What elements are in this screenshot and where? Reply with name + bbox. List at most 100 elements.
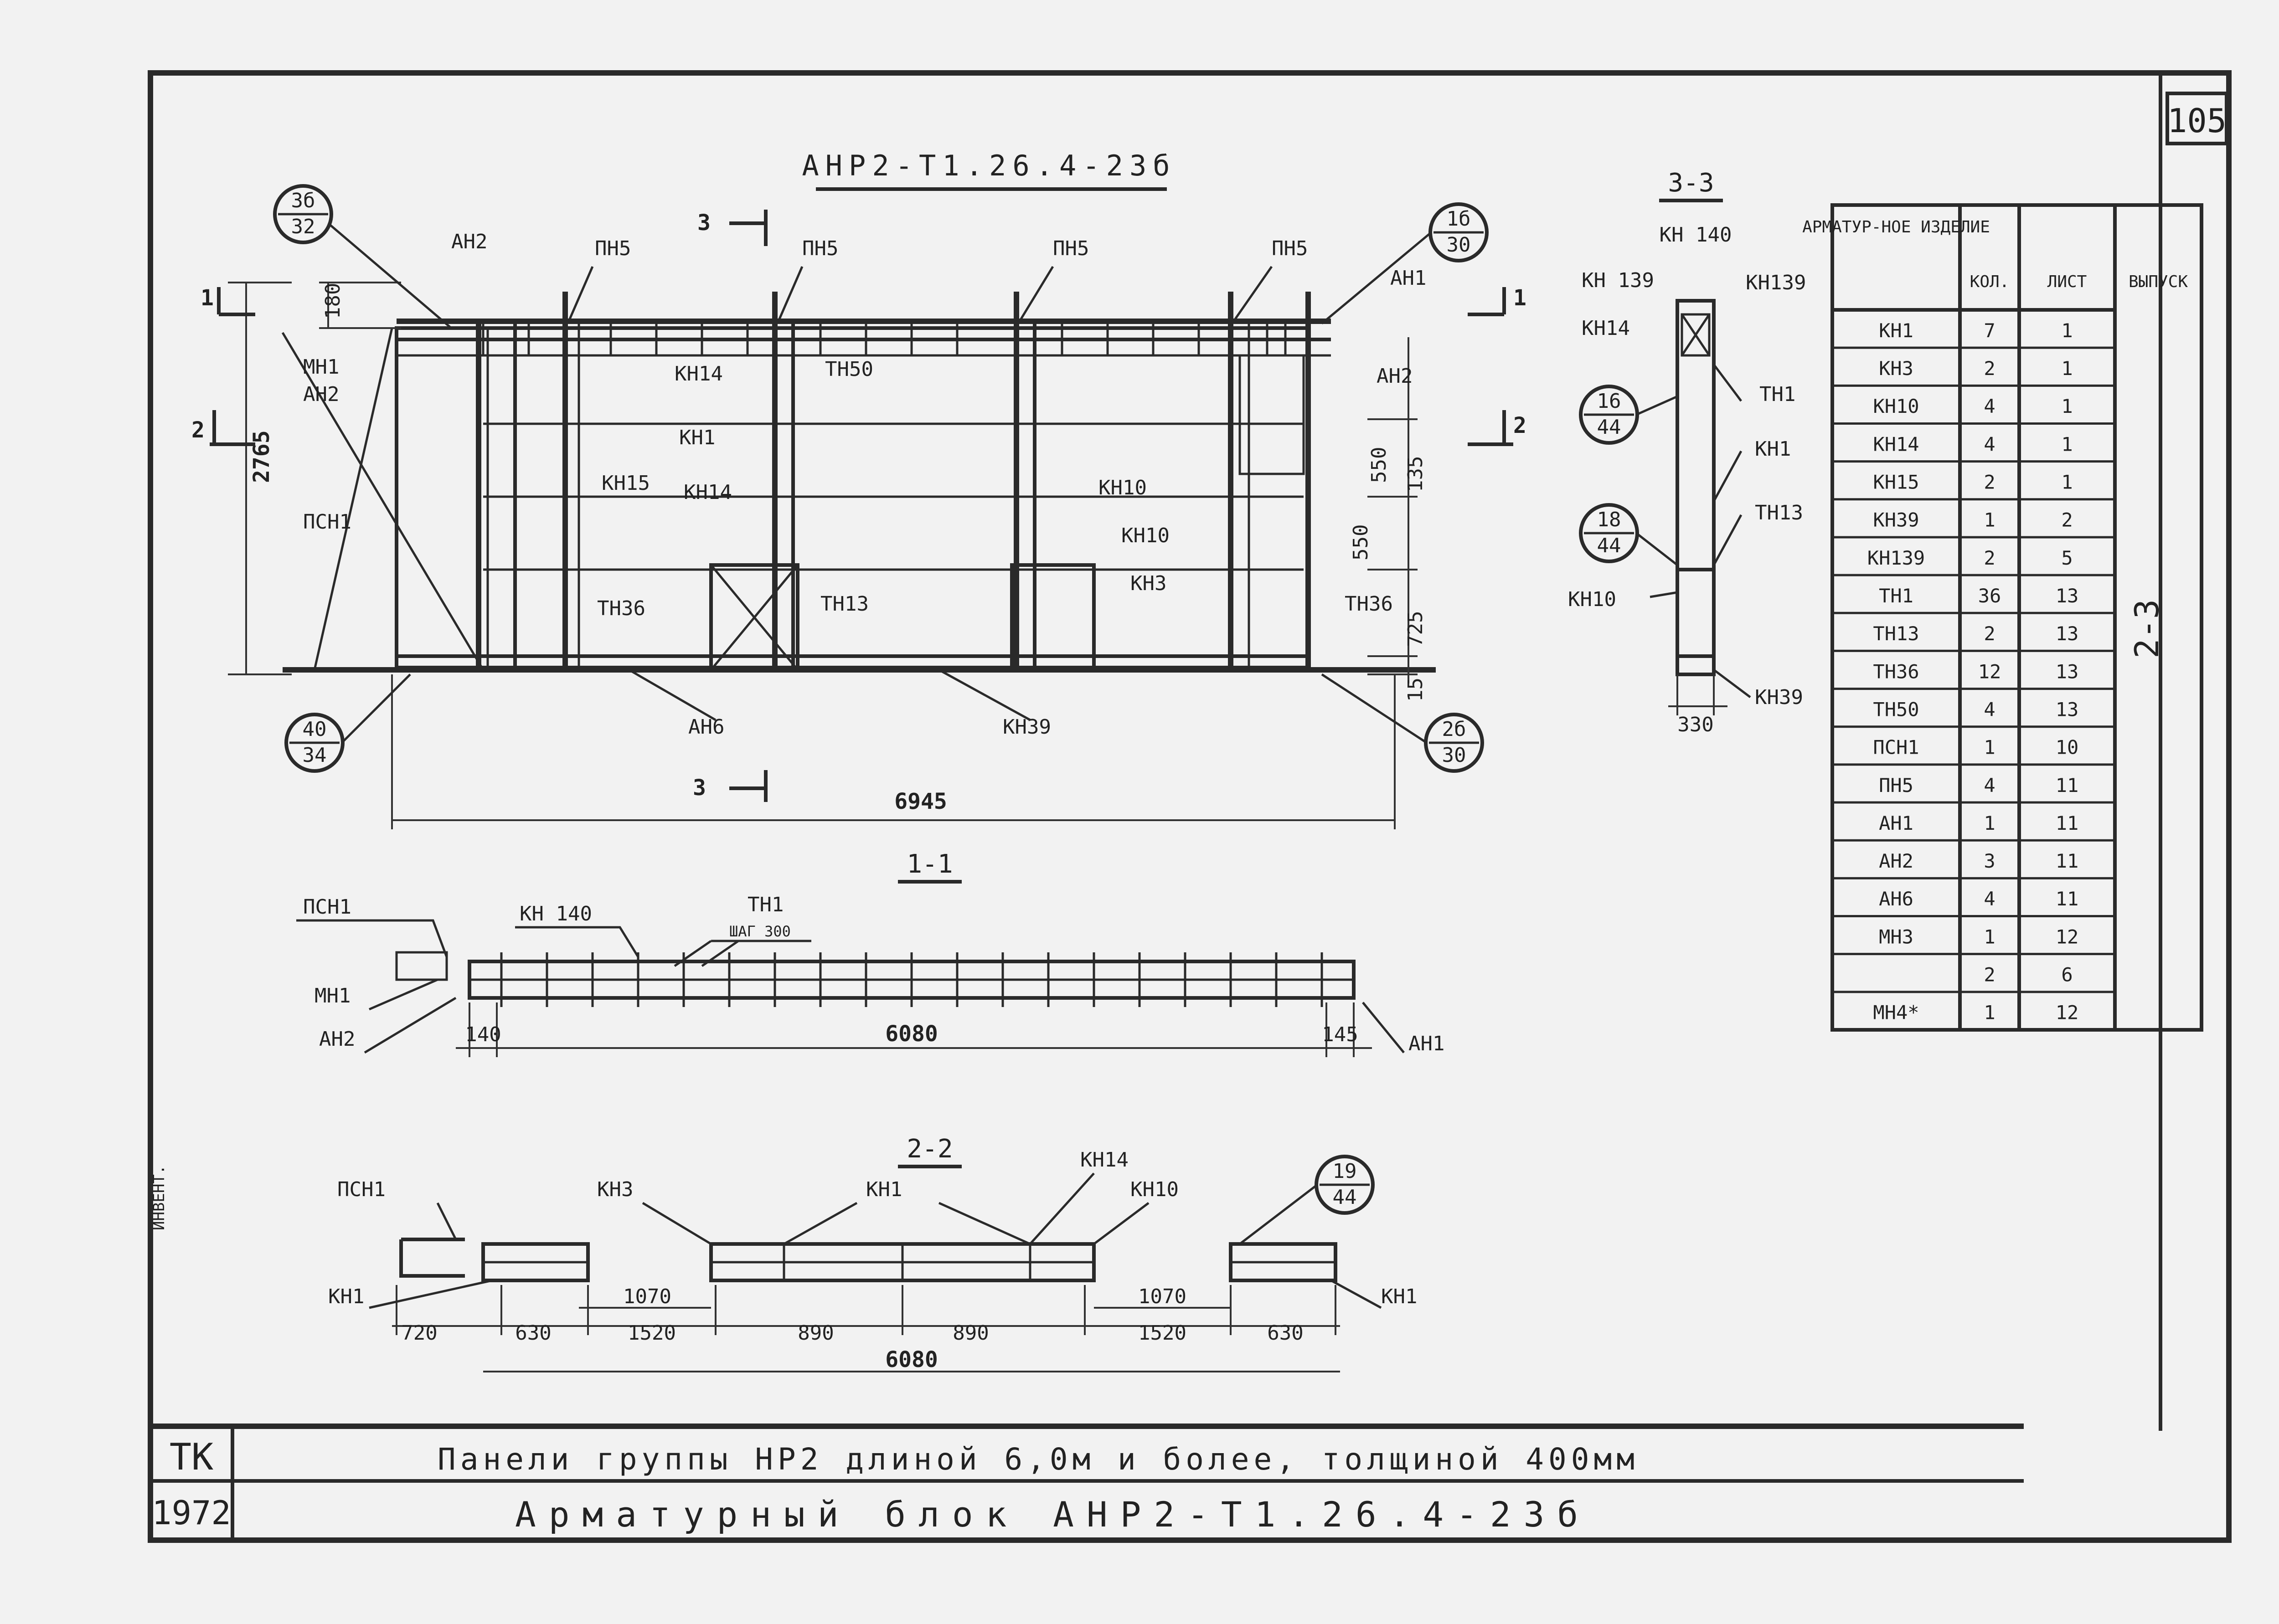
section-mark-2-right: 2 [1468, 410, 1526, 446]
label-kn1: КН1 [679, 426, 715, 449]
spec-cell-sheet: 11 [2056, 888, 2079, 910]
spec-cell-item: ПН5 [1879, 774, 1913, 797]
title-line-1: Панели группы НР2 длиной 6,0м и более, т… [438, 1442, 1639, 1477]
s22-dim-1520a: 1520 [628, 1321, 676, 1345]
spec-cell-item: МН3 [1879, 925, 1913, 948]
svg-text:2: 2 [1513, 413, 1526, 438]
spec-cell-item: КН14 [1873, 433, 1919, 455]
sheet-border [148, 70, 2232, 1543]
spec-cell-sheet: 13 [2056, 622, 2079, 645]
spec-cell-qty: 4 [1984, 774, 1995, 797]
spec-cell-qty: 4 [1984, 395, 1995, 417]
spec-cell-item: КН10 [1873, 395, 1919, 417]
svg-text:3б: 3б [291, 189, 315, 212]
label-pn5-2: ПН5 [802, 237, 838, 260]
specification-table: АРМАТУР-НОЕ ИЗДЕЛИЕ КОЛ. ЛИСТ ВЫПУСК 2-3… [1802, 203, 2203, 1032]
spec-cell-qty: 3 [1984, 850, 1995, 872]
svg-text:2: 2 [191, 417, 205, 443]
s11-label-psn1: ПСН1 [303, 895, 351, 919]
s11-dim-left: 140 [465, 1023, 501, 1046]
spec-cell-qty: 2 [1984, 547, 1995, 569]
svg-text:32: 32 [291, 215, 315, 238]
s33-label-kn14: КН14 [1582, 317, 1630, 340]
s33-label-kn139-left: КН 139 [1582, 269, 1654, 292]
s33-label-tn13: ТН13 [1755, 501, 1803, 524]
s22-label-kn1-left: КН1 [328, 1285, 364, 1308]
s22-callout-bottom: 44 [1333, 1186, 1357, 1209]
spec-cell-qty: 2 [1984, 622, 1995, 645]
s22-label-kn3: КН3 [597, 1178, 633, 1201]
callout-1b-30: 1б 30 [1321, 202, 1489, 324]
s33-callout-2-top: 18 [1597, 508, 1621, 531]
callout-3b-32: 3б 32 [273, 184, 452, 329]
s22-dim-1070b: 1070 [1138, 1285, 1186, 1308]
s22-dim-630a: 630 [515, 1321, 551, 1345]
label-pn5-3: ПН5 [1053, 237, 1089, 260]
label-an1: АН1 [1390, 267, 1426, 290]
s33-label-tn1: ТН1 [1759, 383, 1795, 406]
s11-label-kn140: КН 140 [520, 902, 592, 925]
svg-text:40: 40 [303, 718, 327, 741]
s22-label-kn1-right: КН1 [1381, 1285, 1417, 1308]
page-number: 105 [2167, 102, 2227, 140]
spec-cell-qty: 1 [1984, 1002, 1995, 1024]
svg-text:30: 30 [1447, 233, 1471, 257]
label-tn36-a: ТН36 [597, 597, 645, 620]
s22-label-kn14: КН14 [1080, 1148, 1129, 1172]
s33-callout-1-top: 16 [1597, 390, 1621, 413]
s11-label-step: ШАГ 300 [729, 923, 791, 940]
spec-cell-sheet: 13 [2056, 660, 2079, 683]
spec-cell-sheet: 12 [2056, 1002, 2079, 1024]
s33-callout-1-bottom: 44 [1597, 416, 1621, 439]
spec-cell-sheet: 11 [2056, 850, 2079, 872]
dim-total-height: 2765 [249, 430, 274, 483]
spec-cell-qty: 1 [1984, 812, 1995, 834]
section-3-3: 3-3 КН 140 КН 139 КН139 КН14 ТН1 КН1 ТН1… [1568, 168, 1806, 736]
section-mark-3-top: 3 [697, 210, 768, 246]
spec-cell-qty: 7 [1984, 319, 1995, 342]
spec-cell-qty: 36 [1978, 585, 2001, 607]
spec-cell-item: АН6 [1879, 888, 1913, 910]
s11-label-an2: АН2 [319, 1028, 355, 1051]
section-1-1: 1-1 ПСН1 КН 140 ТН1 ШАГ 300 МН1 АН2 АН1 … [296, 849, 1444, 1057]
label-an2-right: АН2 [1377, 365, 1413, 388]
spec-cell-item: ТН1 [1879, 585, 1913, 607]
dim-total-length: 6945 [894, 789, 947, 814]
s33-label-kn140: КН 140 [1660, 223, 1732, 247]
spec-cell-item: КН1 [1879, 319, 1913, 342]
spec-cell-item: АН1 [1879, 812, 1913, 834]
spec-cell-item: ТН36 [1873, 660, 1919, 683]
s22-label-psn1: ПСН1 [337, 1178, 386, 1201]
s22-label-kn1: КН1 [866, 1178, 902, 1201]
svg-text:3: 3 [693, 775, 706, 801]
spec-header-qty: КОЛ. [1970, 272, 2010, 291]
section-mark-2-left: 2 [191, 410, 255, 446]
label-kn15: КН15 [602, 472, 650, 495]
title-block: ТК 1972 Панели группы НР2 длиной 6,0м и … [150, 1424, 2024, 1540]
callout-40-34: 40 34 [284, 673, 411, 773]
s33-label-kn39: КН39 [1755, 686, 1803, 709]
spec-cell-sheet: 11 [2056, 812, 2079, 834]
spec-cell-sheet: 13 [2056, 698, 2079, 720]
spec-cell-sheet: 10 [2056, 736, 2079, 759]
section-mark-1-right: 1 [1468, 285, 1526, 316]
svg-text:2б: 2б [1442, 718, 1466, 741]
svg-text:30: 30 [1442, 744, 1466, 767]
section-2-2-title: 2-2 [907, 1134, 953, 1164]
s11-label-tn1: ТН1 [748, 893, 784, 916]
s22-dim-630b: 630 [1267, 1321, 1303, 1345]
spec-header-item: АРМАТУР-НОЕ ИЗДЕЛИЕ [1802, 218, 1990, 236]
s11-label-an1: АН1 [1408, 1032, 1444, 1055]
label-tn36-b: ТН36 [1345, 592, 1393, 616]
label-pn5-4: ПН5 [1272, 237, 1308, 260]
s22-dim-720: 720 [401, 1321, 437, 1345]
label-an6: АН6 [688, 715, 724, 739]
s22-dim-890a: 890 [798, 1321, 834, 1345]
s11-dim-right: 145 [1322, 1023, 1358, 1046]
dim-right-15: 15 [1404, 678, 1427, 702]
label-kn3: КН3 [1130, 572, 1166, 595]
section-mark-1-left: 1 [201, 285, 255, 316]
page-number-box [2166, 92, 2228, 145]
label-tn50: ТН50 [825, 358, 873, 381]
